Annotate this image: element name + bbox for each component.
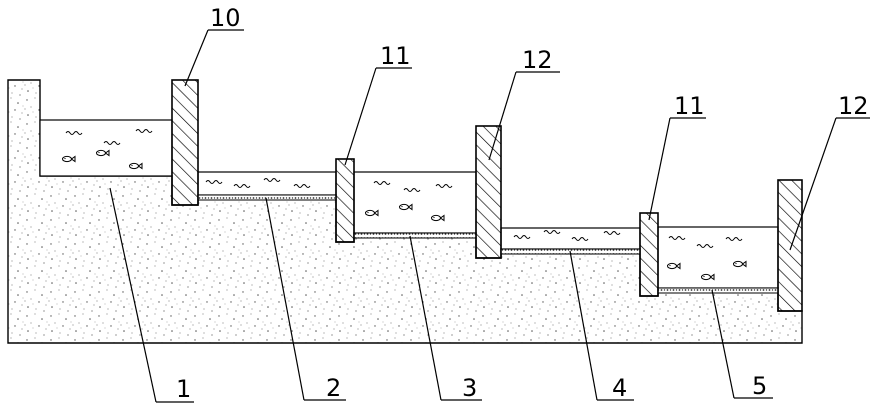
pond-1-water xyxy=(39,119,173,177)
pond-4-water xyxy=(500,227,641,250)
label-gate-10: 10 xyxy=(210,4,241,32)
label-pond-5: 5 xyxy=(752,372,767,400)
leader-lines xyxy=(109,29,870,403)
gate-10-wall xyxy=(171,79,199,206)
label-pond-1: 1 xyxy=(176,375,191,403)
pond-5-water xyxy=(657,226,779,289)
pond-3-bottom-layer xyxy=(353,232,477,239)
wall-12-right xyxy=(777,179,803,312)
pond-5-bottom-layer xyxy=(657,287,779,294)
label-pond-3: 3 xyxy=(462,374,477,402)
gate-11-right-wall xyxy=(639,212,659,297)
wall-12-left xyxy=(475,125,502,259)
label-pond-2: 2 xyxy=(326,374,341,402)
label-gate-11-right: 11 xyxy=(674,92,705,120)
label-wall-12-left: 12 xyxy=(522,46,553,74)
pond-3-water xyxy=(353,171,477,234)
label-gate-11-left: 11 xyxy=(380,42,411,70)
label-pond-4: 4 xyxy=(612,374,627,402)
gate-11-left-wall xyxy=(335,158,355,243)
pond-2-bottom-layer xyxy=(197,194,337,201)
label-wall-12-right: 12 xyxy=(838,92,869,120)
